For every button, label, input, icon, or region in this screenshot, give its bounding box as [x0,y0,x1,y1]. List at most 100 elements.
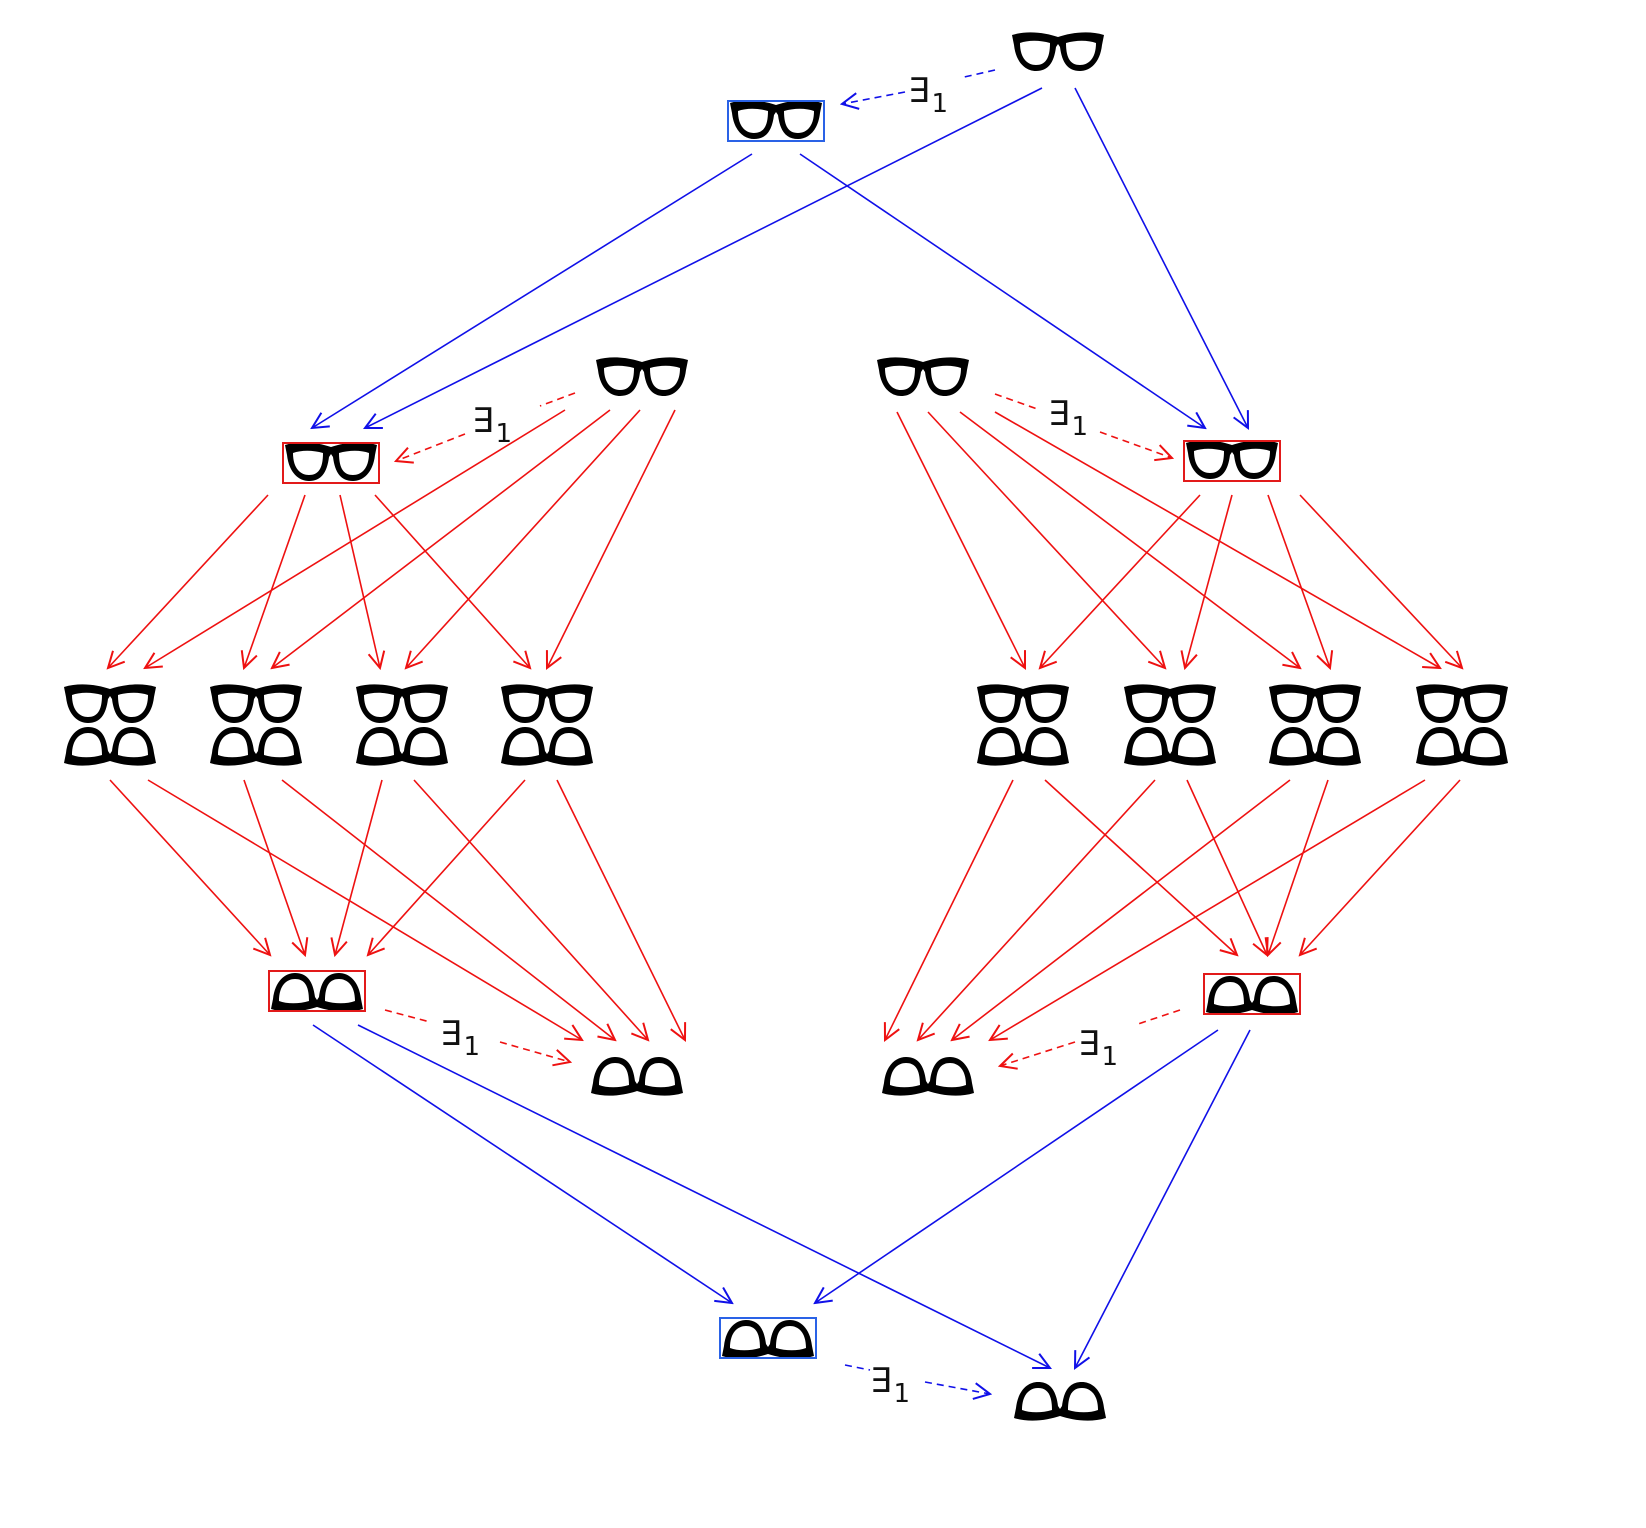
right-free-node [877,357,969,396]
edge-red [556,779,685,1040]
glasses-upright-icon [977,684,1069,723]
edge-red [335,779,383,955]
highlight-box [1203,973,1301,1015]
edge-red [1268,779,1329,955]
highlight-box [727,100,825,142]
pair-r2-node [1124,684,1216,766]
pair-r3-node [1269,684,1361,766]
quantifier-edge [994,393,1172,458]
lower-left-box-node [268,970,366,1012]
glasses-upright-icon [877,357,969,396]
edge-red [959,411,1300,668]
highlight-box [282,442,380,484]
glasses-upright-icon [1012,32,1104,71]
edge-red [1299,494,1462,668]
edge-red [243,779,305,955]
glasses-upright-icon [356,684,448,723]
glasses-flipped-icon [882,1057,974,1096]
glasses-upright-icon [210,684,302,723]
lower-left-free-node [591,1057,683,1096]
highlight-box [719,1317,817,1359]
edge-blue [312,1024,732,1303]
solid-edges [108,87,1462,1368]
quantifier-label: ∃1 [870,1361,910,1409]
edge-red [413,779,648,1040]
glasses-flipped-icon [501,727,593,766]
quantifier-label: ∃1 [908,71,948,119]
glasses-flipped-icon [1014,1382,1106,1421]
glasses-upright-icon [64,684,156,723]
highlight-box [268,970,366,1012]
glasses-flipped-icon [1416,727,1508,766]
glasses-flipped-icon [1206,976,1298,1015]
top-box-node [727,100,825,142]
quantifier-label: ∃1 [1048,394,1088,442]
glasses-flipped-icon [64,727,156,766]
edge-red [990,779,1426,1040]
quantifier-label: ∃1 [440,1014,480,1062]
pair-l2-node [210,684,302,766]
top-free-node [1012,32,1104,71]
edge-red [952,779,1291,1040]
highlight-box [1183,440,1281,482]
edge-red [1186,779,1267,955]
quantifier-edge [842,69,996,104]
quantifier-label: ∃1 [472,401,512,449]
quantifier-labels: ∃1∃1∃1∃1∃1∃1 [440,71,1118,1409]
edge-red [406,409,641,668]
edge-red [339,494,380,668]
quantifier-edge [844,1364,990,1394]
edge-red [918,779,1156,1040]
glasses-flipped-icon [722,1320,814,1359]
edge-red [927,411,1165,668]
edge-red [281,779,615,1040]
edge-red [1040,494,1201,668]
left-free-node [596,357,688,396]
edge-red [272,409,611,668]
lower-right-free-node [882,1057,974,1096]
pair-r1-node [977,684,1069,766]
edge-red [1044,779,1237,955]
edge-red [109,779,270,955]
glasses-flipped-icon [1124,727,1216,766]
glasses-flipped-icon [591,1057,683,1096]
nodes [64,32,1508,1421]
glasses-flipped-icon [1269,727,1361,766]
pair-l4-node [501,684,593,766]
edge-red [885,779,1014,1040]
quantifier-edge [1000,1009,1181,1066]
edge-red [1267,494,1330,668]
left-box-node [282,442,380,484]
edge-blue [357,1024,1050,1368]
glasses-upright-icon [1186,440,1278,479]
lower-right-box-node [1203,973,1301,1015]
edge-red [244,494,306,668]
edge-red [896,411,1025,668]
glasses-upright-icon [285,442,377,481]
quantifier-edge [396,392,576,461]
glasses-flipped-icon [210,727,302,766]
pair-r4-node [1416,684,1508,766]
glasses-flipped-icon [977,727,1069,766]
quantifier-edge [384,1009,570,1062]
bottom-box-node [719,1317,817,1359]
edge-red [547,409,676,668]
edge-blue [815,1029,1219,1303]
glasses-upright-icon [730,100,822,139]
glasses-flipped-icon [356,727,448,766]
glasses-upright-icon [1269,684,1361,723]
edge-red [108,494,269,668]
edge-blue [799,153,1205,428]
pair-l3-node [356,684,448,766]
edge-blue [1075,1029,1251,1368]
glasses-upright-icon [501,684,593,723]
edge-blue [1074,87,1248,428]
edge-blue [312,153,753,428]
edge-blue [365,87,1043,428]
right-box-node [1183,440,1281,482]
edge-red [374,494,530,668]
edge-red [145,409,566,668]
glasses-upright-icon [1124,684,1216,723]
edge-red [1185,494,1233,668]
